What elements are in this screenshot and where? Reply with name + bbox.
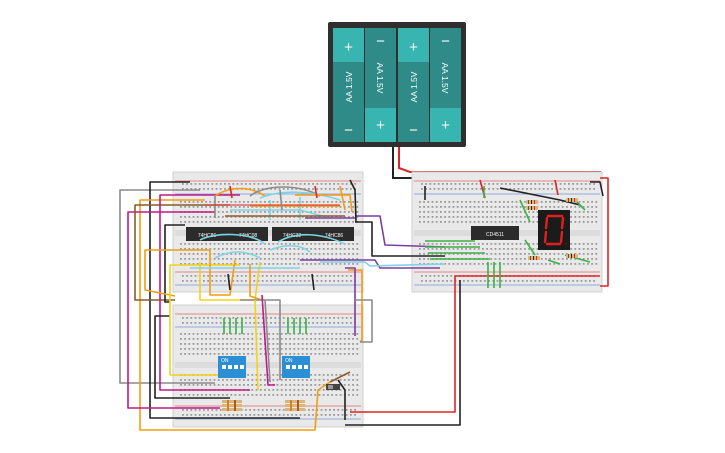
cell-4-label: AA 1.5V [440, 63, 450, 94]
battery-cell-2: − + AA 1.5V [365, 28, 396, 142]
cell-3-label: AA 1.5V [409, 71, 419, 102]
wire-bundle-front[interactable] [199, 185, 346, 291]
cell-4-top-symbol: − [441, 33, 450, 50]
chip-left-1-label: 74HC86 [198, 233, 217, 239]
ic-chip-icon[interactable]: CD4511 [471, 226, 519, 240]
slide-switch-icon[interactable] [326, 384, 340, 390]
cell-1-top-symbol: + [344, 39, 353, 56]
wire-bundle[interactable] [119, 177, 609, 431]
cell-4-bottom-symbol: + [441, 117, 450, 134]
chip-left-4-label: 74HC86 [325, 233, 344, 239]
green-jumpers-right[interactable] [425, 186, 591, 288]
cell-1-bottom-symbol: − [344, 122, 353, 139]
battery-pack-icon[interactable]: + − AA 1.5V − + AA 1.5V + − AA 1.5V − + … [328, 22, 466, 147]
seven-segment-display-icon[interactable]: 0 [0, 0, 570, 250]
dip-left-on-label: ON [221, 358, 229, 364]
green-jumpers-bottom[interactable] [223, 318, 307, 334]
cell-3-bottom-symbol: − [409, 122, 418, 139]
resistor-icon [222, 198, 578, 411]
battery-cell-1: + − AA 1.5V [333, 28, 364, 142]
dip-right-on-label: ON [285, 358, 293, 364]
battery-cell-4: − + AA 1.5V [430, 28, 461, 142]
cell-2-label: AA 1.5V [375, 63, 385, 94]
battery-cell-3: + − AA 1.5V [398, 28, 429, 142]
display-digit: 0 [0, 0, 1, 1]
cell-2-bottom-symbol: + [376, 117, 385, 134]
chip-right-label: CD4511 [486, 232, 504, 238]
cell-1-label: AA 1.5V [344, 71, 354, 102]
dip-switch-icon[interactable]: ON [282, 356, 310, 378]
breadboard-bottom-left[interactable] [172, 304, 364, 428]
cell-2-top-symbol: − [376, 33, 385, 50]
dip-switch-icon[interactable]: ON [218, 356, 246, 378]
cell-3-top-symbol: + [409, 39, 418, 56]
